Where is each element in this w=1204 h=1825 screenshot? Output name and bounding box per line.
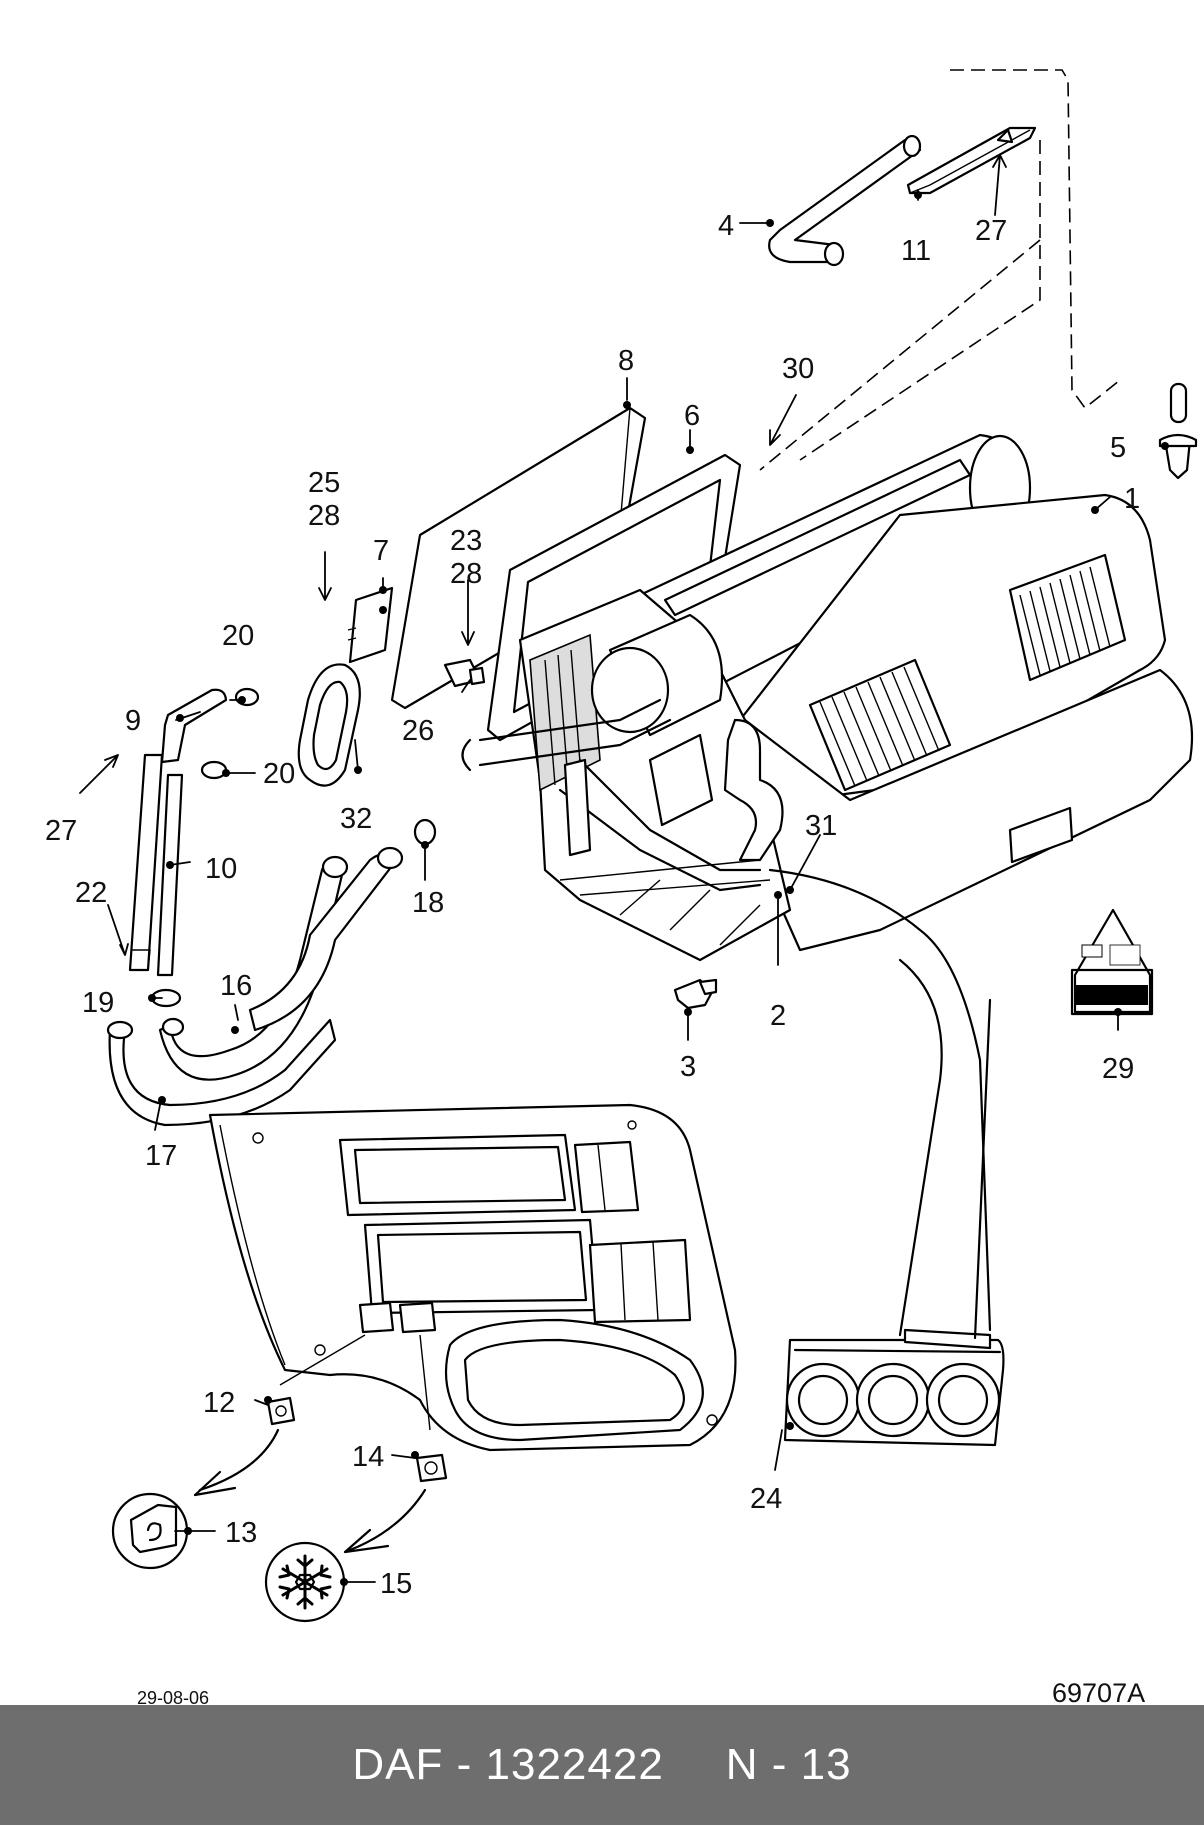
- part-16-hose: [158, 846, 404, 1081]
- part-18-clamp: [413, 818, 437, 846]
- callout-18: 18: [412, 887, 444, 919]
- part-5-fastener: [1158, 382, 1198, 480]
- part-11-bracket: [906, 126, 1037, 195]
- callout-11: 11: [901, 235, 931, 267]
- footer-brand: DAF: [352, 1740, 444, 1789]
- callout-22: 22: [75, 877, 107, 909]
- callout-32: 32: [340, 803, 372, 835]
- callout-4: 4: [718, 210, 734, 242]
- callout-26: 26: [402, 715, 434, 747]
- part-3-clip: [673, 978, 718, 1010]
- callout-9: 9: [125, 705, 141, 737]
- arrow-14-to-15: [348, 1488, 427, 1552]
- callout-15: 15: [380, 1568, 412, 1600]
- callout-27-top: 27: [975, 215, 1007, 247]
- part-17-hose: [106, 1018, 337, 1127]
- callout-3: 3: [680, 1051, 696, 1083]
- footer-bar: DAF - 1322422 N - 13: [0, 1705, 1204, 1825]
- callout-19: 19: [82, 987, 114, 1019]
- leader-dots: [148, 191, 1169, 1586]
- callout-17: 17: [145, 1140, 177, 1172]
- part-12-switch: [266, 1396, 296, 1426]
- callout-29: 29: [1102, 1053, 1134, 1085]
- part-14-switch: [415, 1453, 448, 1483]
- callout-labels: 1 2 3 4 5 6 7 8 9 10 11 12 13 14 15 16 1…: [45, 210, 1140, 1600]
- callout-16: 16: [220, 970, 252, 1002]
- callout-30: 30: [782, 353, 814, 385]
- callout-20-top: 20: [222, 620, 254, 652]
- symbol-15-snowflake-icon: [264, 1541, 346, 1623]
- callout-23: 23: [450, 525, 482, 557]
- part-26-connector: [443, 658, 486, 688]
- footer-separator: -: [456, 1740, 473, 1789]
- part-7-bracket: [347, 586, 394, 664]
- part-10-tubes: [128, 753, 184, 977]
- footer-section: N - 13: [725, 1740, 852, 1789]
- callout-5: 5: [1110, 432, 1126, 464]
- part-32-gasket: [297, 663, 361, 787]
- callout-24: 24: [750, 1483, 782, 1515]
- arrow-12-to-13: [198, 1428, 280, 1492]
- part-1-hvac-housing: [461, 433, 1194, 1332]
- drawing-date: 29-08-06: [137, 1688, 209, 1705]
- callout-2: 2: [770, 1000, 786, 1032]
- callout-6: 6: [684, 400, 700, 432]
- callout-20-bottom: 20: [263, 758, 295, 790]
- callout-1: 1: [1124, 483, 1140, 515]
- arrowhead-12: [193, 1470, 237, 1497]
- callout-27-left: 27: [45, 815, 77, 847]
- part-29-warning-label: [1070, 908, 1154, 1016]
- callout-14: 14: [352, 1441, 384, 1473]
- part-9-hose: [160, 688, 228, 764]
- callout-7: 7: [373, 535, 389, 567]
- callout-31: 31: [805, 810, 837, 842]
- callout-25: 25: [308, 467, 340, 499]
- callout-8: 8: [618, 345, 634, 377]
- part-4-hose: [768, 134, 922, 267]
- part-24-control-unit: [783, 958, 1005, 1447]
- assembly-outline-dashed: [759, 69, 1121, 471]
- drawing-reference: 69707A: [1052, 1678, 1145, 1705]
- callout-12: 12: [203, 1387, 235, 1419]
- dashboard-panel: [208, 1103, 737, 1452]
- callout-28-right: 28: [450, 558, 482, 590]
- footer-part-number: 1322422: [485, 1740, 664, 1789]
- callout-10: 10: [205, 853, 237, 885]
- callout-13: 13: [225, 1517, 257, 1549]
- callout-28-left: 28: [308, 500, 340, 532]
- exploded-parts-diagram: 1 2 3 4 5 6 7 8 9 10 11 12 13 14 15 16 1…: [45, 69, 1198, 1705]
- arrowhead-14: [343, 1528, 390, 1554]
